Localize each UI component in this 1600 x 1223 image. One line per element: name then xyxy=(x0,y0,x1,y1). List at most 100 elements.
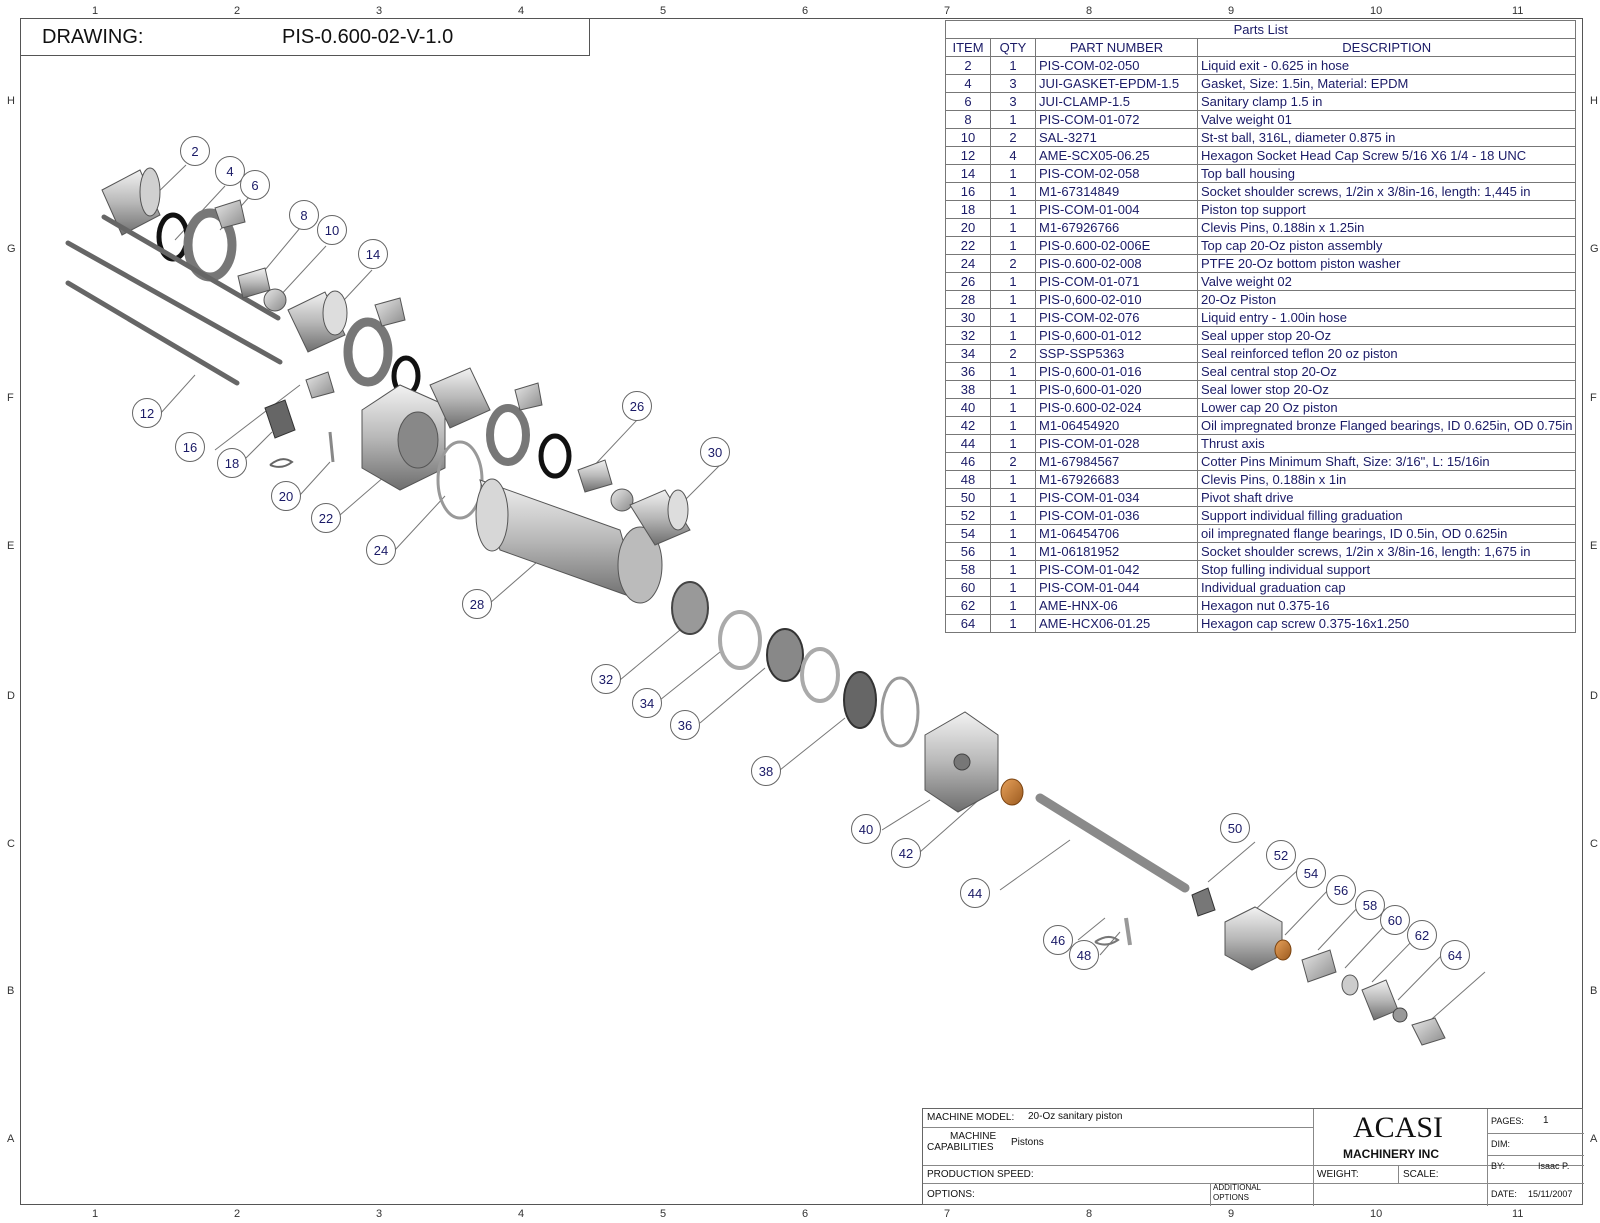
part-10-ball xyxy=(263,288,287,312)
parts-cell-item-number: 30 xyxy=(945,308,991,327)
part-34-seal-teflon-2 xyxy=(800,647,840,703)
parts-cell-item-number: 16 xyxy=(945,182,991,201)
grid-column-label: 4 xyxy=(518,5,525,17)
additional-options-label-2: OPTIONS xyxy=(1213,1193,1250,1202)
parts-cell-quantity: 1 xyxy=(990,416,1036,435)
title-block-row-line xyxy=(1487,1133,1584,1134)
part-50-pivot-shaft-drive xyxy=(1191,887,1216,917)
by-value: Isaac P. xyxy=(1538,1161,1570,1171)
parts-cell-part-number: PIS-COM-01-072 xyxy=(1035,110,1198,129)
part-38-seal-lower xyxy=(843,671,877,729)
parts-cell-description: Top cap 20-Oz piston assembly xyxy=(1196,236,1577,255)
part-26-valve-weight-2 xyxy=(577,459,613,493)
callout-balloon: 28 xyxy=(462,589,492,619)
parts-cell-item-number: 56 xyxy=(945,542,991,561)
company-logo-subtitle: MACHINERY INC xyxy=(1343,1147,1440,1161)
parts-cell-item-number: 6 xyxy=(945,92,991,111)
parts-cell-part-number: PIS-COM-01-044 xyxy=(1035,578,1198,597)
parts-cell-description: Cotter Pins Minimum Shaft, Size: 3/16", … xyxy=(1196,452,1577,471)
grid-row-label: F xyxy=(7,392,14,404)
part-22-top-cap xyxy=(361,384,446,491)
company-logo-name: ACASI xyxy=(1353,1111,1444,1144)
parts-cell-part-number: M1-06181952 xyxy=(1035,542,1198,561)
parts-cell-description: Hexagon cap screw 0.375-16x1.250 xyxy=(1196,614,1577,633)
parts-cell-quantity: 1 xyxy=(990,506,1036,525)
parts-cell-item-number: 2 xyxy=(945,56,991,75)
parts-cell-quantity: 1 xyxy=(990,326,1036,345)
part-20-clevis-pin xyxy=(328,431,335,463)
grid-column-label: 6 xyxy=(802,5,809,17)
parts-cell-part-number: PIS-COM-01-004 xyxy=(1035,200,1198,219)
parts-cell-description: Hexagon Socket Head Cap Screw 5/16 X6 1/… xyxy=(1196,146,1577,165)
part-6-clamp-2 xyxy=(343,297,406,387)
grid-row-label: H xyxy=(1590,95,1598,107)
parts-cell-quantity: 1 xyxy=(990,596,1036,615)
callout-balloon: 18 xyxy=(217,448,247,478)
parts-cell-quantity: 1 xyxy=(990,398,1036,417)
parts-cell-description: Stop fulling individual support xyxy=(1196,560,1577,579)
machine-model-label: MACHINE MODEL: xyxy=(927,1112,1015,1123)
grid-row-label: D xyxy=(7,690,15,702)
grid-row-label: F xyxy=(1590,392,1597,404)
part-6-clamp-3 xyxy=(486,382,543,466)
parts-cell-part-number: M1-67926683 xyxy=(1035,470,1198,489)
pages-value: 1 xyxy=(1543,1115,1549,1126)
parts-cell-part-number: JUI-CLAMP-1.5 xyxy=(1035,92,1198,111)
parts-cell-part-number: PIS-COM-01-034 xyxy=(1035,488,1198,507)
parts-list-caption: Parts List xyxy=(944,20,1577,39)
part-30-liquid-entry-upper xyxy=(429,367,491,429)
callout-balloon: 14 xyxy=(358,239,388,269)
parts-cell-item-number: 24 xyxy=(945,254,991,273)
parts-cell-item-number: 62 xyxy=(945,596,991,615)
grid-row-label: D xyxy=(1590,690,1598,702)
parts-cell-item-number: 58 xyxy=(945,560,991,579)
parts-cell-quantity: 1 xyxy=(990,110,1036,129)
parts-cell-quantity: 1 xyxy=(990,56,1036,75)
parts-cell-description: Valve weight 02 xyxy=(1196,272,1577,291)
title-block-divider xyxy=(1398,1165,1399,1183)
parts-cell-item-number: 36 xyxy=(945,362,991,381)
parts-cell-description: Seal upper stop 20-Oz xyxy=(1196,326,1577,345)
parts-cell-item-number: 12 xyxy=(945,146,991,165)
grid-column-label: 5 xyxy=(660,5,667,17)
callout-balloon: 64 xyxy=(1440,940,1470,970)
parts-cell-quantity: 1 xyxy=(990,542,1036,561)
parts-cell-quantity: 2 xyxy=(990,452,1036,471)
parts-cell-item-number: 48 xyxy=(945,470,991,489)
parts-cell-part-number: PIS-0,600-02-010 xyxy=(1035,290,1198,309)
part-24-ptfe-washer xyxy=(436,440,484,520)
part-52-support xyxy=(1224,906,1283,971)
grid-column-label: 11 xyxy=(1512,1208,1524,1220)
parts-cell-part-number: PIS-COM-02-058 xyxy=(1035,164,1198,183)
parts-cell-description: Clevis Pins, 0.188in x 1.25in xyxy=(1196,218,1577,237)
callout-balloon: 8 xyxy=(289,200,319,230)
grid-column-label: 9 xyxy=(1228,5,1235,17)
parts-cell-description: Seal lower stop 20-Oz xyxy=(1196,380,1577,399)
grid-row-label: B xyxy=(7,985,15,997)
parts-cell-quantity: 1 xyxy=(990,434,1036,453)
part-28-piston xyxy=(475,478,663,604)
parts-cell-item-number: 8 xyxy=(945,110,991,129)
machine-model-value: 20-Oz sanitary piston xyxy=(1028,1111,1123,1122)
capabilities-label-1: MACHINE xyxy=(950,1131,997,1142)
parts-cell-part-number: AME-HNX-06 xyxy=(1035,596,1198,615)
parts-cell-description: Socket shoulder screws, 1/2in x 3/8in-16… xyxy=(1196,182,1577,201)
grid-row-label: G xyxy=(1590,243,1599,255)
parts-cell-part-number: SSP-SSP5363 xyxy=(1035,344,1198,363)
header-part-number: PART NUMBER xyxy=(1035,38,1198,57)
parts-cell-quantity: 3 xyxy=(990,74,1036,93)
parts-cell-part-number: JUI-GASKET-EPDM-1.5 xyxy=(1035,74,1198,93)
parts-cell-quantity: 1 xyxy=(990,380,1036,399)
parts-cell-item-number: 46 xyxy=(945,452,991,471)
parts-cell-description: Hexagon nut 0.375-16 xyxy=(1196,596,1577,615)
callout-balloon: 10 xyxy=(317,215,347,245)
